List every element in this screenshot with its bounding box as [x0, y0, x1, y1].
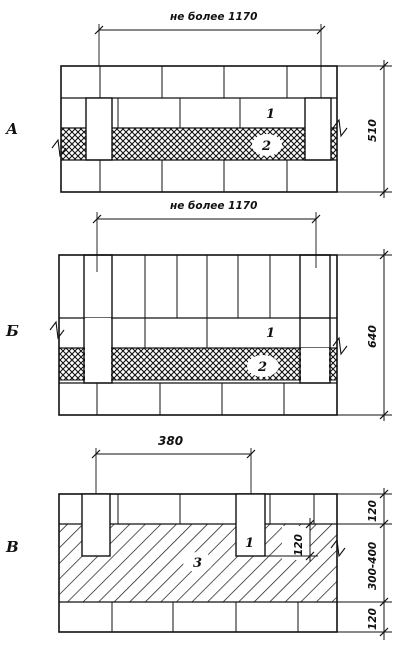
- panel-c-callout-3: 3: [193, 556, 202, 571]
- panel-a-letter: А: [5, 120, 18, 138]
- panel-b-letter: Б: [5, 322, 19, 340]
- panel-c-callout-1: 1: [245, 536, 254, 551]
- panel-b-callout-2-bg: [247, 355, 279, 377]
- panel-b-span-label: не более 1170: [170, 200, 257, 212]
- panel-b-tie-brick-left-fill: [85, 318, 111, 382]
- panel-c-span-dimension: 380: [91, 434, 256, 500]
- panel-c-callout-3-bg: [183, 552, 213, 572]
- panel-c-tie-brick-right: [235, 493, 266, 557]
- panel-c: В 380: [5, 434, 392, 640]
- panel-a-callout-2: 2: [261, 139, 271, 154]
- panel-c-height-label-bottom: 120: [367, 608, 379, 630]
- panel-c-inner-label: 120: [293, 534, 305, 556]
- panel-b-tie-brick-right-fill: [301, 348, 329, 382]
- panel-a-callout-1: 1: [266, 107, 275, 122]
- panel-b-callout-2: 2: [257, 360, 267, 375]
- panel-a-wall: [51, 65, 348, 193]
- panel-c-tie-brick-left: [81, 493, 111, 557]
- panel-c-height-label-middle: 300-400: [367, 542, 379, 590]
- panel-b-wall: [49, 254, 348, 416]
- panel-a-span-label: не более 1170: [170, 11, 257, 23]
- panel-a-height-dimension: 510: [337, 60, 392, 198]
- panel-b: Б не более 1170: [5, 200, 392, 421]
- panel-c-span-label: 380: [158, 434, 183, 448]
- panel-c-height-dimensions: 120 300-400 120: [337, 488, 392, 640]
- panel-a-span-dimension: не более 1170: [94, 11, 326, 100]
- panel-a-tie-brick-left: [85, 97, 113, 161]
- panel-c-inner-dimension: 120: [265, 518, 318, 562]
- panel-c-height-label-top: 120: [367, 500, 379, 522]
- panel-b-callout-1: 1: [266, 326, 275, 341]
- panel-a: А не более 1170: [5, 11, 392, 198]
- panel-a-height-label: 510: [366, 119, 379, 142]
- panel-b-height-dimension: 640: [337, 249, 392, 421]
- panel-b-height-label: 640: [366, 325, 379, 348]
- panel-c-letter: В: [5, 538, 19, 556]
- panel-a-callout-2-bg: [252, 134, 282, 156]
- panel-b-span-dimension: не более 1170: [92, 200, 321, 272]
- panel-a-tie-brick-right: [304, 97, 332, 161]
